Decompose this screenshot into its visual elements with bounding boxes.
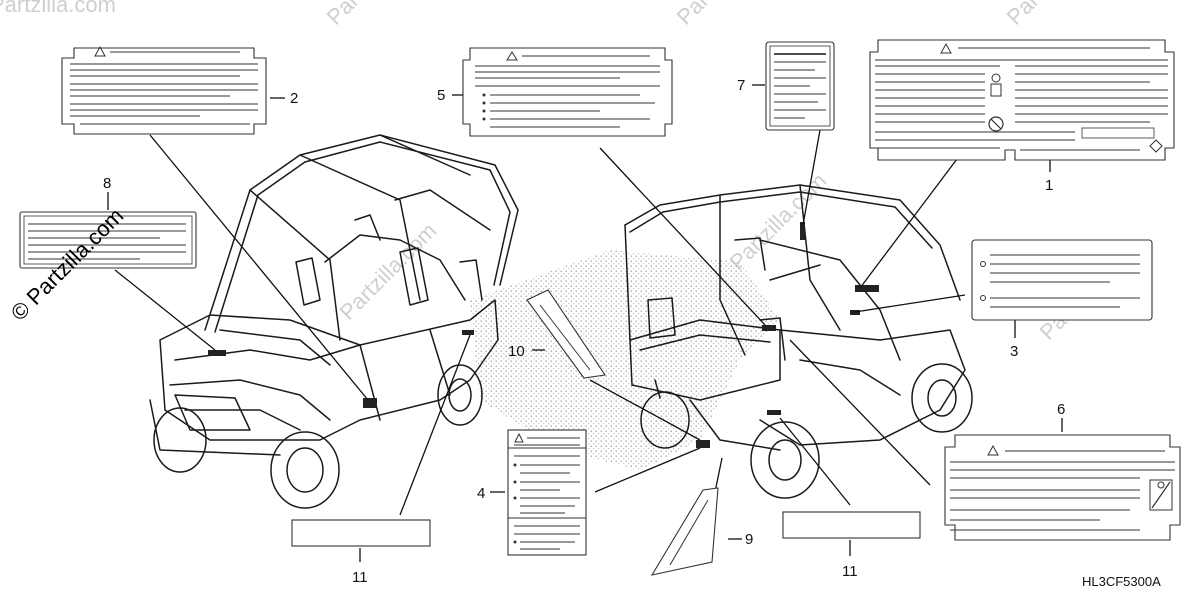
- label-location-11-left: [462, 330, 474, 335]
- utv-front-view: [149, 134, 519, 509]
- label-5: [462, 47, 673, 137]
- callout-6: 6: [1057, 401, 1065, 418]
- label-location-4: [696, 440, 710, 448]
- callout-11-left: 11: [352, 569, 368, 586]
- diagram-code: HL3CF5300A: [1082, 574, 1161, 589]
- label-location-7: [800, 222, 805, 240]
- callout-9: 9: [745, 531, 753, 548]
- watermark-faint: Partzilla.com: [322, 0, 429, 30]
- callout-10: 10: [508, 343, 525, 360]
- warning-icon: [1149, 139, 1163, 153]
- watermark-faint: Partzilla.com: [672, 0, 779, 30]
- label-6: [944, 434, 1181, 541]
- callout-2: 2: [290, 90, 298, 107]
- label-4: [507, 429, 587, 556]
- label-3: [971, 239, 1153, 321]
- watermark-faint: Partzilla.com: [1002, 0, 1109, 30]
- watermark-faint: Partzilla.com: [0, 0, 116, 17]
- label-2: [61, 45, 267, 135]
- label-10: [526, 289, 606, 379]
- callout-7: 7: [737, 77, 745, 94]
- callout-3: 3: [1010, 343, 1018, 360]
- label-location-1: [855, 285, 879, 292]
- label-location-11-right: [767, 410, 781, 415]
- label-8: [19, 211, 197, 269]
- label-1: [869, 39, 1175, 161]
- label-location-2: [363, 398, 377, 408]
- seat-belt-icon: [1149, 479, 1173, 511]
- label-location-8: [208, 350, 226, 356]
- watermark-faint: Partzilla.com: [725, 168, 832, 275]
- callout-1: 1: [1045, 177, 1053, 194]
- person-icon: [991, 73, 1001, 83]
- callout-8: 8: [103, 175, 111, 192]
- utv-rear-view: [624, 184, 973, 499]
- label-7: [765, 41, 835, 131]
- watermark-faint: Partzilla.com: [335, 218, 442, 325]
- label-9: [650, 487, 719, 576]
- prohibited-icon: [988, 116, 1004, 132]
- callout-11-right: 11: [842, 563, 858, 580]
- callout-5: 5: [437, 87, 445, 104]
- label-11-right: [782, 511, 921, 539]
- leader-lines: [107, 84, 1063, 562]
- callout-4: 4: [477, 485, 485, 502]
- label-11-left: [291, 519, 431, 547]
- label-location-3: [850, 310, 860, 315]
- label-location-5: [762, 325, 776, 331]
